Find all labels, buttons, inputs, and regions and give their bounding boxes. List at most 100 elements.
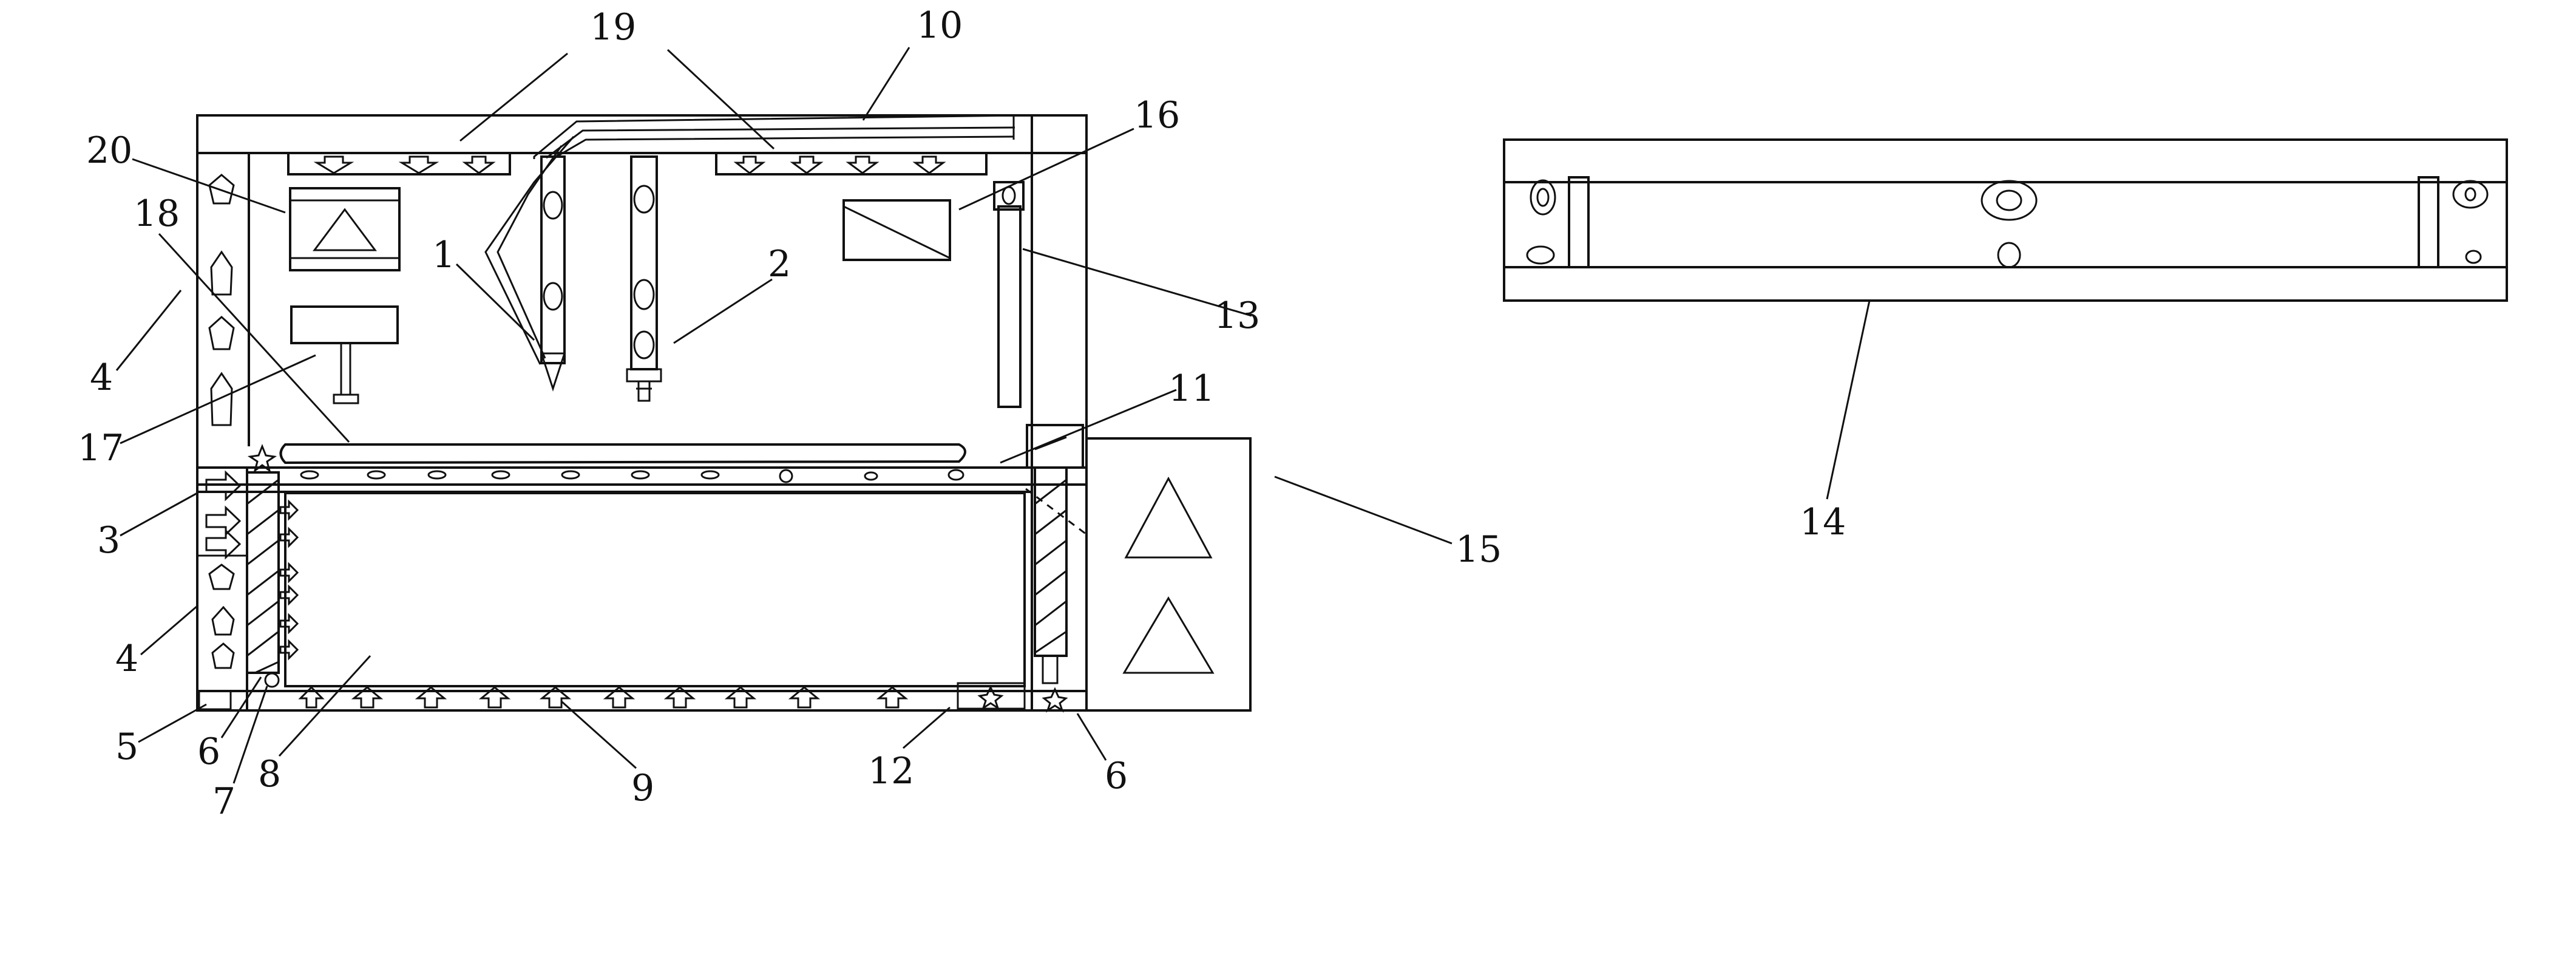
hatch-line: [246, 600, 279, 627]
arrow-down-mark: [912, 155, 946, 174]
frame-14-hole-inner: [2464, 187, 2476, 202]
roller: [561, 470, 580, 480]
leader-14: [1826, 300, 1871, 500]
label-14: 14: [1800, 501, 1846, 543]
label-7: 7: [212, 780, 236, 823]
label-6b: 6: [1105, 755, 1128, 797]
nozzle-hole: [543, 282, 563, 311]
label-8: 8: [258, 753, 281, 795]
label-18: 18: [134, 192, 180, 235]
pentagon-mark: [211, 605, 235, 636]
hatch-line: [246, 630, 279, 657]
arrow-up-mark: [603, 686, 636, 709]
top-duct-left-arrows: [313, 155, 496, 174]
cabinet-outer-frame: [196, 114, 1088, 712]
feed-pipe-outer: [533, 114, 1017, 159]
frame-14-hole: [1530, 179, 1556, 216]
pentagon-mark: [211, 642, 235, 669]
side-frame-14: [1503, 138, 2508, 302]
label-20: 20: [86, 129, 132, 172]
label-10: 10: [917, 4, 963, 47]
nozzle-bar-1: [540, 155, 566, 364]
nozzle-hole: [633, 330, 655, 359]
label-9: 9: [631, 767, 654, 809]
top-duct-right: [715, 152, 988, 175]
leader-15: [1274, 475, 1452, 545]
arrow-up-mark: [788, 686, 821, 709]
leader-8: [278, 655, 371, 757]
hatch-line: [1034, 570, 1067, 596]
left-duct-upper: [208, 174, 235, 426]
frame-14-hole: [2452, 180, 2489, 209]
leader-6b: [1076, 713, 1107, 761]
arrow-up-mark: [351, 686, 384, 709]
arrow-up-mark: [298, 686, 325, 709]
leader-11: [1000, 389, 1177, 464]
label-11: 11: [1168, 367, 1215, 410]
top-duct-right-arrows: [733, 155, 946, 174]
fan-star-mark: [247, 443, 277, 473]
label-1: 1: [432, 234, 455, 276]
frame-14-post-right: [2418, 176, 2439, 268]
arrow-down-mark: [462, 155, 496, 174]
label-15: 15: [1456, 528, 1502, 571]
leader-2: [673, 278, 773, 344]
pentagon-mark: [208, 564, 235, 590]
frame-14-bottom-bar: [1503, 266, 2508, 302]
box-20: [289, 187, 401, 271]
hatch-line: [246, 539, 279, 566]
label-13: 13: [1214, 295, 1260, 337]
leader-lines: [115, 47, 1871, 784]
nozzle-hole: [543, 191, 563, 220]
box-17: [290, 305, 399, 344]
roller: [947, 469, 964, 481]
roller: [427, 470, 447, 480]
arrow-right-mark: [205, 470, 242, 502]
leader-3: [120, 492, 198, 537]
arrow-right-mark: [205, 505, 242, 537]
leader-1: [455, 263, 535, 341]
box-20-triangle: [313, 208, 377, 251]
arrow-up-mark: [663, 686, 696, 709]
arrow-right-mark: [279, 613, 299, 635]
roller: [700, 470, 720, 480]
label-17: 17: [78, 427, 124, 469]
lower-chamber: [284, 492, 1026, 687]
conveyor-rollers: [300, 469, 964, 483]
hatch-line: [246, 478, 279, 505]
frame-14-hole-inner: [1536, 188, 1550, 207]
leader-7: [232, 686, 268, 784]
box-15: [1085, 437, 1252, 712]
roller: [367, 470, 386, 480]
hatch-line: [1034, 539, 1067, 566]
leader-6a: [220, 676, 262, 738]
frame-14-hole: [1526, 245, 1555, 265]
arrow-down-mark: [313, 155, 354, 174]
label-6a: 6: [197, 731, 220, 773]
left-heater-hatch: [246, 478, 279, 674]
arrow-right-mark: [205, 528, 242, 560]
leader-5: [138, 703, 207, 743]
frame-14-top-bar: [1503, 138, 2508, 183]
arrow-down-mark: [398, 155, 439, 174]
leader-12: [903, 706, 951, 749]
nozzle-tip-2: [626, 368, 662, 383]
roller: [864, 471, 878, 481]
label-4b: 4: [115, 638, 138, 680]
label-4a: 4: [90, 356, 113, 399]
arrow-up-mark: [724, 686, 757, 709]
fan-housing: [957, 682, 1026, 710]
arrow-up-mark: [478, 686, 511, 709]
arrow-right-mark: [279, 584, 299, 606]
leader-10: [862, 47, 910, 121]
right-heater-foot: [1042, 655, 1059, 684]
leader-19b: [666, 49, 775, 150]
left-duct-arrows: [197, 470, 247, 669]
pentagon-mark: [210, 372, 233, 426]
leader-18: [158, 233, 350, 443]
reference-labels: 19 10 16 20 18 1 2 13 4 17 11 3 15 4 5 6…: [78, 4, 1846, 823]
box-16: [842, 199, 951, 261]
fan-star-mark: [1042, 687, 1068, 713]
pentagon-mark: [208, 174, 235, 205]
